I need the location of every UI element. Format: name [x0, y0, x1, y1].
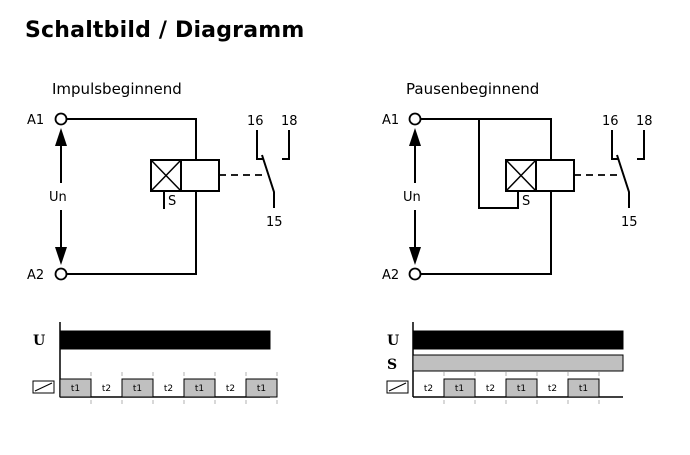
- s-signal-bar: [412, 354, 624, 372]
- switch-contact-icon: [616, 154, 630, 208]
- timer-cross-line: [150, 159, 182, 192]
- segment-label-t1: t1: [455, 384, 464, 394]
- circuit-subtitle: Impulsbeginnend: [52, 80, 182, 98]
- segment-label-t1: t1: [195, 384, 204, 394]
- segment-label-t2: t2: [226, 384, 235, 394]
- timing-row-label-u: U: [387, 333, 399, 349]
- timing-diagram-impulsbeginnend: Ut1 t2 t1 t2 t1 t2 t1: [32, 322, 278, 405]
- terminal-a2-label: A2: [27, 268, 44, 283]
- output-pulse-on: [183, 378, 216, 398]
- terminal-a2-label: A2: [382, 268, 399, 283]
- circuit-pausenbeginnend: Pausenbeginnend A1 A2 Un S 16 18 15: [382, 80, 653, 283]
- contact-16-label: 16: [602, 114, 619, 129]
- circuit-subtitle: Pausenbeginnend: [406, 80, 539, 98]
- terminal-a1-icon: [54, 112, 68, 126]
- segment-label-t1: t1: [71, 384, 80, 394]
- terminal-a1-icon: [408, 112, 422, 126]
- contact-16-label: 16: [247, 114, 264, 129]
- segment-label-t1: t1: [517, 384, 526, 394]
- supply-voltage-bar: [59, 330, 271, 350]
- output-pulse-on: [443, 378, 476, 398]
- wire-a2: [421, 191, 552, 275]
- contact-15-label: 15: [621, 215, 638, 230]
- voltage-label: Un: [49, 190, 67, 205]
- segment-label-t2: t2: [164, 384, 173, 394]
- contact-15-label: 15: [266, 215, 283, 230]
- output-pulse-on: [245, 378, 278, 398]
- output-pulse-on: [567, 378, 600, 398]
- circuit-impulsbeginnend: Impulsbeginnend A1 A2 Un S 16 18 15: [27, 80, 298, 283]
- relay-contact-icon-slash: [388, 382, 407, 392]
- relay-contact-icon-slash: [34, 382, 53, 392]
- segment-label-t2: t2: [102, 384, 111, 394]
- page-title: Schaltbild / Diagramm: [25, 18, 305, 43]
- arrow-down-icon: [55, 247, 67, 265]
- segment-label-t1: t1: [133, 384, 142, 394]
- timing-row-label-u: U: [33, 333, 45, 349]
- terminal-a2-icon: [408, 267, 422, 281]
- wire-a1: [67, 118, 197, 160]
- switch-contact-icon: [261, 154, 275, 208]
- wire-a2: [67, 191, 197, 275]
- voltage-label: Un: [403, 190, 421, 205]
- s-label: S: [522, 194, 530, 209]
- timing-row-label-s: S: [387, 357, 397, 373]
- contact-18-label: 18: [636, 114, 653, 129]
- arrow-down-icon: [409, 247, 421, 265]
- contact-16-line: [256, 130, 264, 160]
- contact-16-line: [611, 130, 619, 160]
- terminal-a1-label: A1: [382, 113, 399, 128]
- terminal-a2-icon: [54, 267, 68, 281]
- contact-18-line: [282, 130, 290, 160]
- contact-18-line: [637, 130, 645, 160]
- output-pulse-on: [59, 378, 92, 398]
- supply-voltage-bar: [412, 330, 624, 350]
- terminal-a1-label: A1: [27, 113, 44, 128]
- segment-label-t1: t1: [579, 384, 588, 394]
- segment-label-t2: t2: [424, 384, 433, 394]
- s-label: S: [168, 194, 176, 209]
- segment-label-t2: t2: [486, 384, 495, 394]
- relay-coil-icon: [535, 159, 575, 192]
- segment-label-t1: t1: [257, 384, 266, 394]
- arrow-up-icon: [55, 128, 67, 146]
- arrow-up-icon: [409, 128, 421, 146]
- output-pulse-on: [121, 378, 154, 398]
- contact-18-label: 18: [281, 114, 298, 129]
- wire-a1: [421, 118, 552, 160]
- segment-label-t2: t2: [548, 384, 557, 394]
- relay-coil-icon: [180, 159, 220, 192]
- wire-s-bridge: [478, 119, 519, 209]
- output-pulse-on: [505, 378, 538, 398]
- timer-cross-line: [505, 159, 537, 192]
